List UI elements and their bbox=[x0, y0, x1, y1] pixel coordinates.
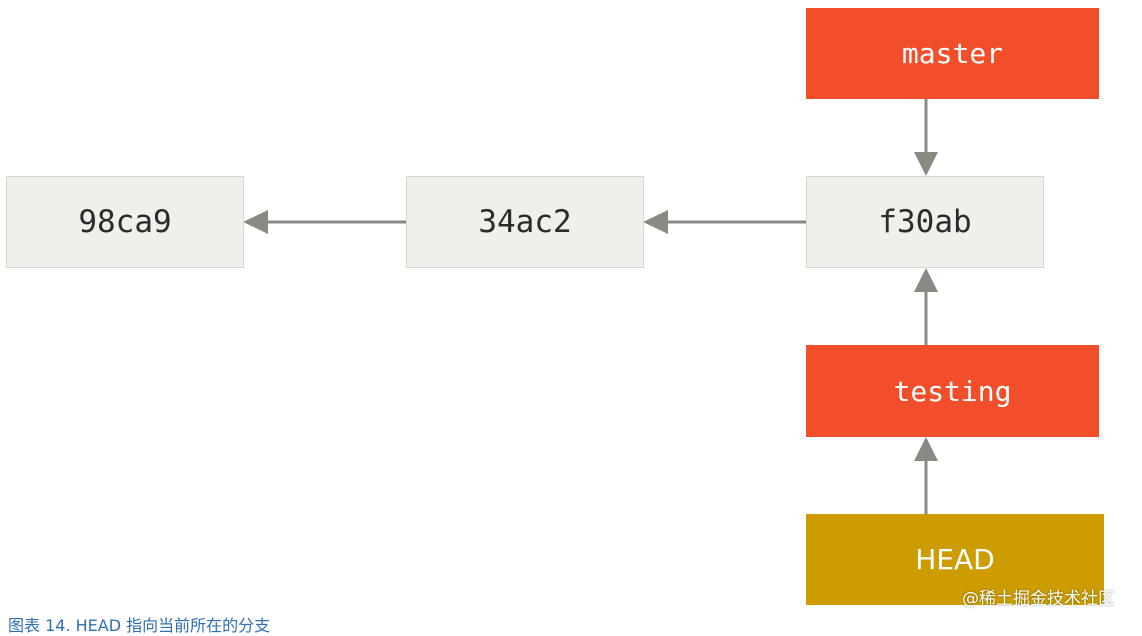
branch-testing: testing bbox=[806, 345, 1099, 437]
arrowhead-f30ab-bottom bbox=[914, 268, 938, 292]
branch-testing-label: testing bbox=[893, 374, 1012, 408]
arrowhead-testing-bottom bbox=[914, 437, 938, 461]
commit-34ac2-label: 34ac2 bbox=[478, 204, 572, 240]
commit-34ac2: 34ac2 bbox=[406, 176, 644, 268]
arrowhead-98ca9 bbox=[243, 210, 268, 234]
branch-master-label: master bbox=[901, 37, 1004, 70]
branch-master: master bbox=[806, 8, 1099, 99]
commit-98ca9: 98ca9 bbox=[6, 176, 244, 268]
watermark: @稀土掘金技术社区 bbox=[962, 589, 1115, 609]
figure-caption: 图表 14. HEAD 指向当前所在的分支 bbox=[8, 616, 271, 635]
commit-98ca9-label: 98ca9 bbox=[78, 204, 172, 240]
arrowhead-34ac2 bbox=[643, 210, 668, 234]
commit-f30ab-label: f30ab bbox=[878, 204, 972, 240]
head-label: HEAD bbox=[915, 543, 995, 576]
commit-f30ab: f30ab bbox=[806, 176, 1044, 268]
head-pointer: HEAD bbox=[806, 514, 1104, 605]
arrowhead-f30ab-top bbox=[914, 152, 938, 176]
